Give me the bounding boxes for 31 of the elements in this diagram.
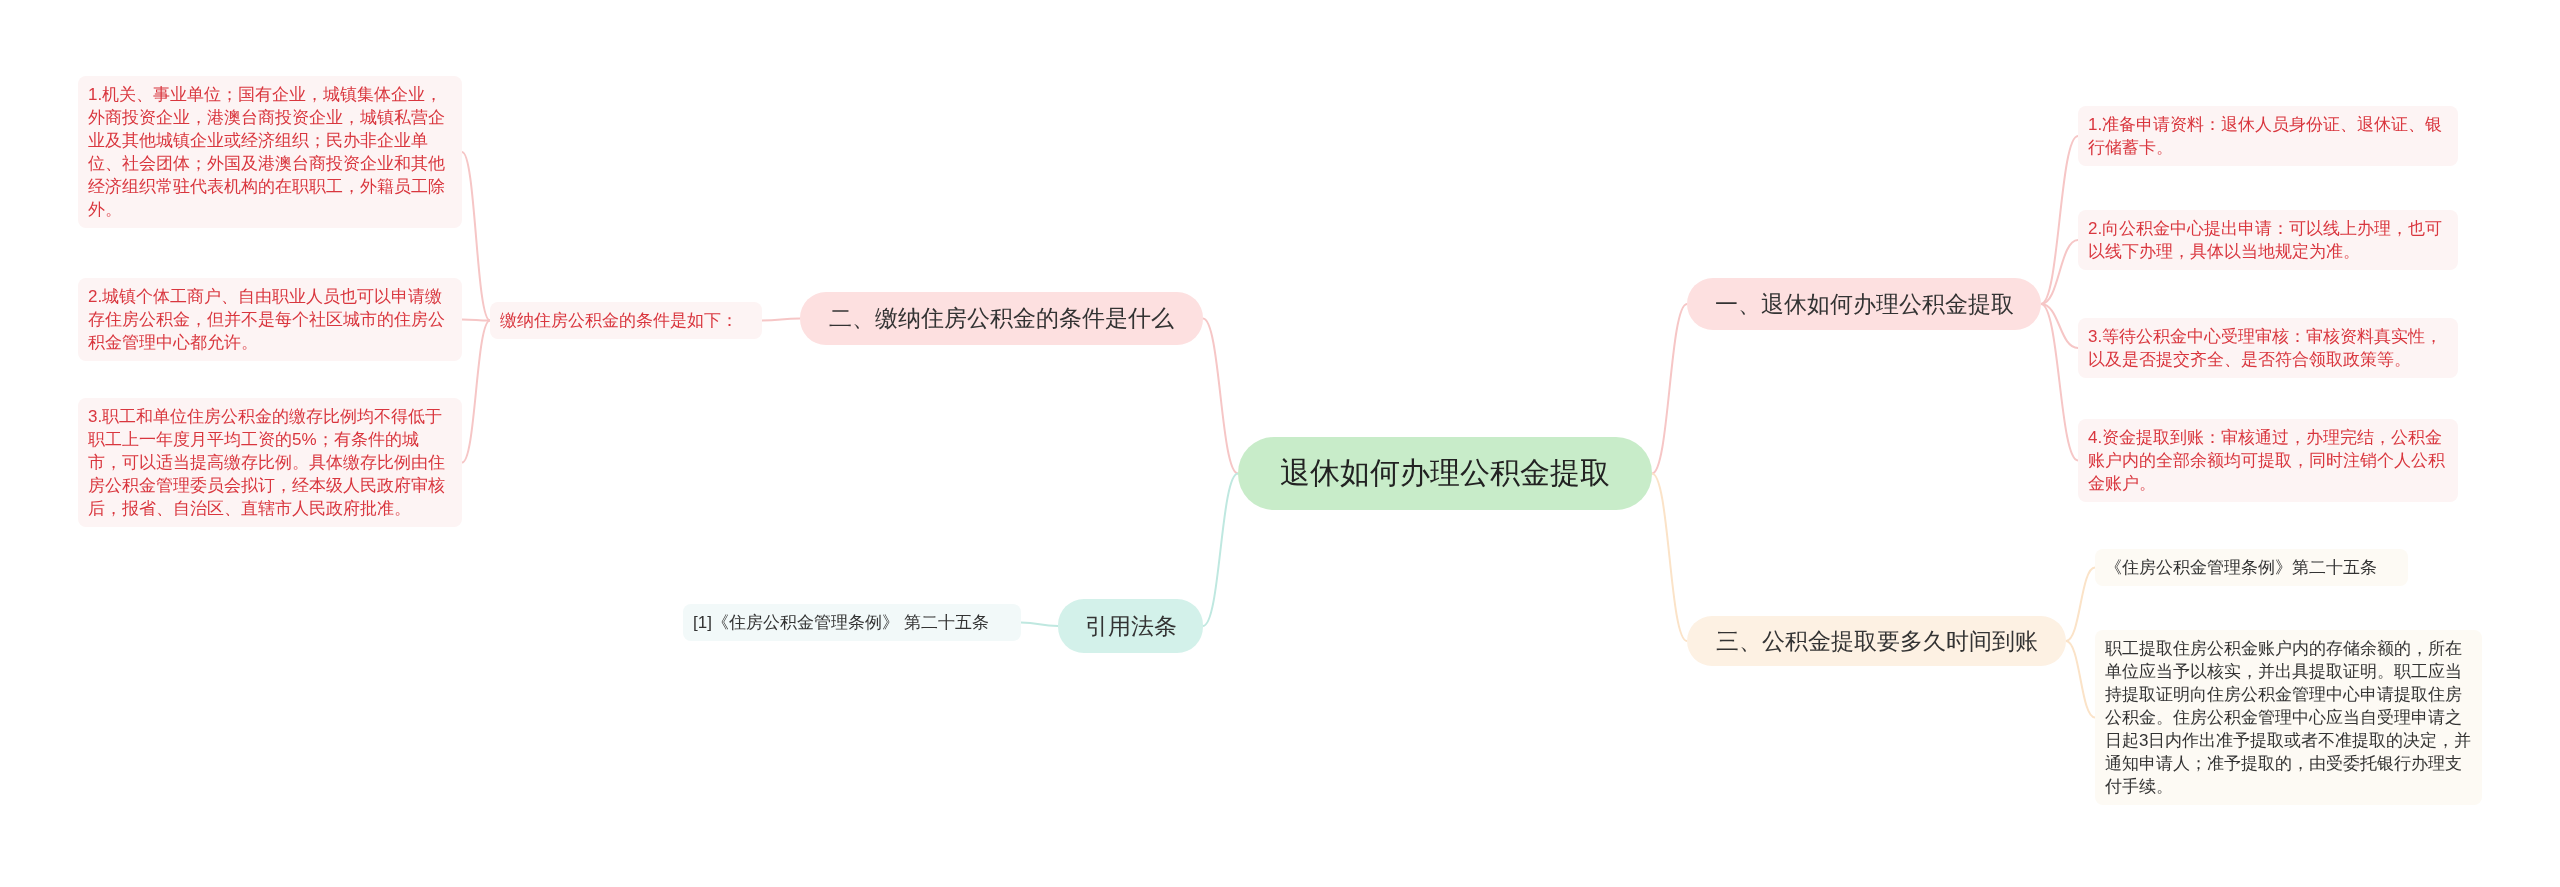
connector-line	[2040, 303, 2079, 462]
topic-box: 二、缴纳住房公积金的条件是什么	[800, 292, 1203, 345]
connector-line	[1651, 303, 1688, 475]
connector-line	[461, 319, 491, 464]
connector-line	[1202, 472, 1239, 627]
note-box: 2.向公积金中心提出申请：可以线上办理，也可以线下办理，具体以当地规定为准。	[2078, 210, 2458, 270]
note-box: 缴纳住房公积金的条件是如下：	[490, 302, 762, 339]
topic-box: 一、退休如何办理公积金提取	[1687, 278, 2041, 330]
topic-box: 引用法条	[1058, 599, 1203, 653]
note-box: 1.机关、事业单位；国有企业，城镇集体企业，外商投资企业，港澳台商投资企业，城镇私营企业及其他城镇企业或经济组织；民办非企业单位、社会团体；外国及港澳台商投资企业和其他经济组织常驻代表机构的在职职工，外籍员工除外。	[78, 76, 462, 228]
connector-line	[2040, 239, 2079, 305]
note-box: 3.职工和单位住房公积金的缴存比例均不得低于职工上一年度月平均工资的5%；有条件的城市，可以适当提高缴存比例。具体缴存比例由住房公积金管理委员会拟订，经本级人民政府审核后，报省、自治区、直辖市人民政府批准。	[78, 398, 462, 527]
connector-line	[461, 151, 491, 322]
connector-line	[1020, 621, 1059, 627]
connector-line	[461, 318, 491, 322]
connector-line	[2040, 135, 2079, 305]
note-box: 《住房公积金管理条例》第二十五条	[2095, 549, 2408, 586]
note-box: 3.等待公积金中心受理审核：审核资料真实性，以及是否提交齐全、是否符合领取政策等。	[2078, 318, 2458, 378]
connector-line	[1651, 472, 1688, 642]
connector-line	[761, 317, 801, 322]
note-box: 1.准备申请资料：退休人员身份证、退休证、银行储蓄卡。	[2078, 106, 2458, 166]
connector-line	[1202, 317, 1239, 475]
note-box: 4.资金提取到账：审核通过，办理完结，公积金账户内的全部余额均可提取，同时注销个人公积金账户。	[2078, 419, 2458, 502]
connector-line	[2065, 566, 2096, 642]
note-box: 职工提取住房公积金账户内的存储余额的，所在单位应当予以核实，并出具提取证明。职工应当持提取证明向住房公积金管理中心申请提取住房公积金。住房公积金管理中心应当自受理申请之日起3日内作出准予提取或者不准提取的决定，并通知申请人；准予提取的，由受委托银行办理支付手续。	[2095, 630, 2482, 805]
connector-line	[2065, 640, 2096, 719]
note-box: 2.城镇个体工商户、自由职业人员也可以申请缴存住房公积金，但并不是每个社区城市的住房公积金管理中心都允许。	[78, 278, 462, 361]
note-box: [1]《住房公积金管理条例》 第二十五条	[683, 604, 1021, 641]
connector-line	[2040, 303, 2079, 349]
central-topic: 退休如何办理公积金提取	[1238, 437, 1652, 510]
topic-box: 三、公积金提取要多久时间到账	[1687, 616, 2066, 666]
